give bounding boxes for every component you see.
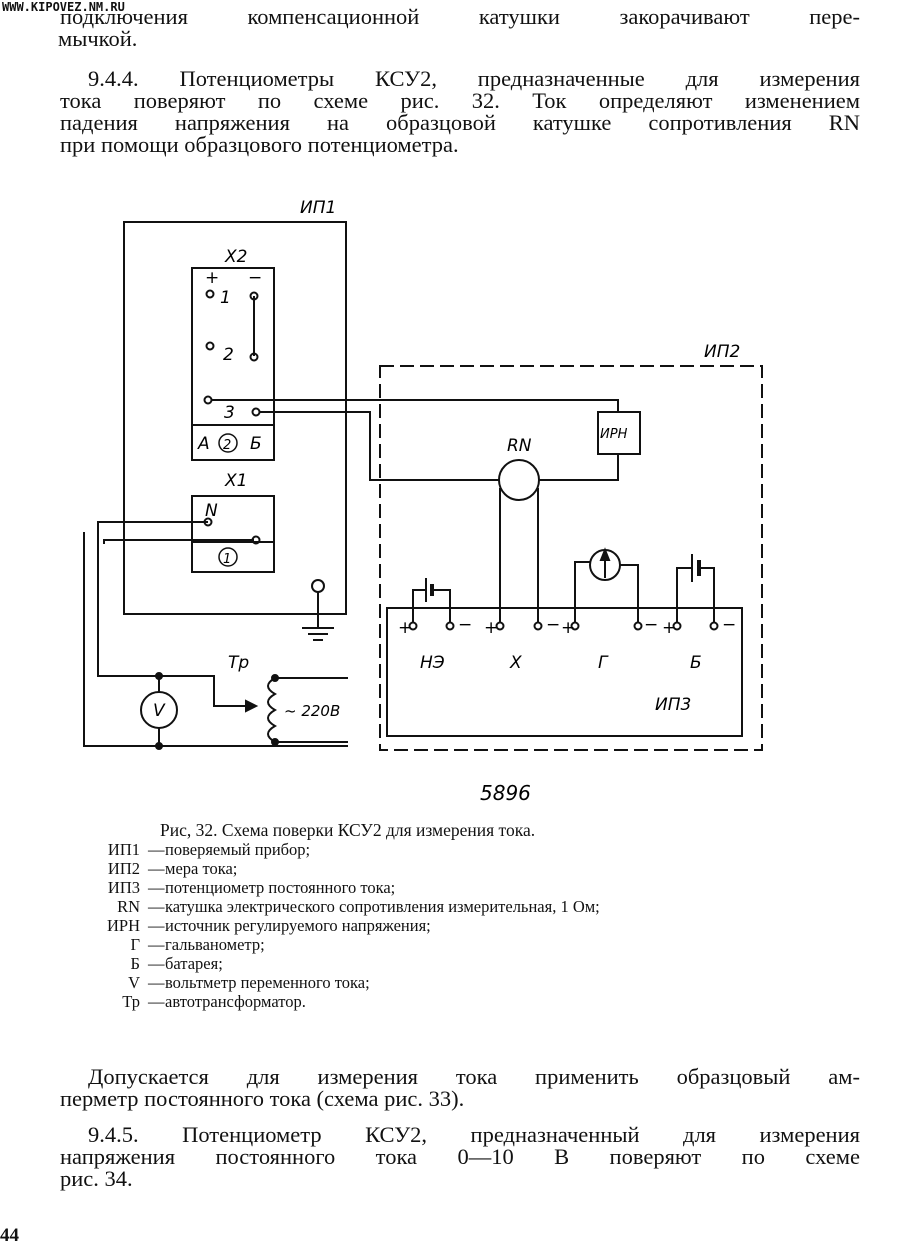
legend-text: катушка электрического сопротивления изм… <box>165 897 600 916</box>
figure-caption: Рис, 32. Схема поверки КСУ2 для измерени… <box>160 820 536 840</box>
label-g: Г <box>598 653 609 673</box>
label-b-plus: + <box>662 618 676 638</box>
legend-abbr: RN <box>117 897 140 916</box>
label-g-plus: + <box>561 618 575 638</box>
text-line: напряжения постоянного тока 0—10 В повер… <box>60 1144 860 1169</box>
label-ne-plus: + <box>398 618 412 638</box>
label-ip1: ИП1 <box>300 198 336 218</box>
legend-abbr: ИП3 <box>107 878 140 897</box>
label-b: Б <box>250 434 262 454</box>
text-line: Допускается для измерения тока применить… <box>88 1064 860 1089</box>
legend-dash: — <box>148 954 165 973</box>
watermark: WWW.KIPOVEZ.NM.RU <box>2 0 125 14</box>
label-ne-minus: − <box>458 615 472 635</box>
legend-dash: — <box>148 973 165 992</box>
legend-row: V — вольтметр переменного тока; <box>40 973 860 992</box>
label-tr: Тр <box>228 653 249 673</box>
legend-dash: — <box>148 916 165 935</box>
label-a: А <box>197 434 210 454</box>
section-9-4-5: 9.4.5. Потенциометр КСУ2, предназначенны… <box>60 1122 860 1191</box>
legend-text: вольтметр переменного тока; <box>165 973 370 992</box>
ip2-box <box>379 365 763 751</box>
label-bb: Б <box>690 653 702 673</box>
legend-row: ИП3 — потенциометр постоянного тока; <box>40 878 860 897</box>
legend-row: ИП1 — поверяемый прибор; <box>40 840 860 859</box>
ip3-box <box>386 607 743 737</box>
legend-abbr: ИП1 <box>107 840 140 859</box>
legend-abbr: V <box>128 973 140 992</box>
label-rn: RN <box>507 436 532 456</box>
legend-text: потенциометр постоянного тока; <box>165 878 396 897</box>
text-line: подключения компенсационной катушки зако… <box>60 4 860 29</box>
legend-text: мера тока; <box>165 859 238 878</box>
label-g-minus: − <box>644 615 658 635</box>
legend-abbr: Б <box>130 954 140 973</box>
label-n: N <box>205 501 218 521</box>
legend-dash: — <box>148 878 165 897</box>
figure-legend: ИП1 — поверяемый прибор; ИП2 — мера тока… <box>40 840 860 1011</box>
legend-text: гальванометр; <box>165 935 265 954</box>
section-9-4-4: 9.4.4. Потенциометры КСУ2, предназначенн… <box>60 66 860 157</box>
label-plus: + <box>205 268 219 288</box>
legend-abbr: Г <box>130 935 140 954</box>
label-x-plus: + <box>484 618 498 638</box>
text-line: тока поверяют по схеме рис. 32. Ток опре… <box>60 88 860 113</box>
legend-row: Тр — автотрансформатор. <box>40 992 860 1011</box>
label-x-minus: − <box>546 615 560 635</box>
page-number: 44 <box>0 1225 19 1246</box>
label-ne: НЭ <box>420 653 445 673</box>
legend-row: ИРН — источник регулируемого напряжения; <box>40 916 860 935</box>
legend-abbr: ИРН <box>106 916 140 935</box>
label-circled-1: 1 <box>223 552 231 567</box>
paragraph-ammeter: Допускается для измерения тока применить… <box>60 1064 860 1111</box>
legend-text: поверяемый прибор; <box>165 840 311 859</box>
label-b-minus: − <box>722 615 736 635</box>
label-1: 1 <box>220 288 231 308</box>
rn-coil <box>498 459 540 501</box>
label-3: 3 <box>224 403 235 423</box>
figure-number: 5896 <box>480 781 531 805</box>
legend-text: батарея; <box>165 954 223 973</box>
legend-dash: — <box>148 897 165 916</box>
x2-block <box>191 267 275 461</box>
legend-abbr: Тр <box>122 992 140 1011</box>
legend-row: Г — гальванометр; <box>40 935 860 954</box>
text-line: при помощи образцового потенциометра. <box>60 132 459 157</box>
label-2: 2 <box>223 345 234 365</box>
circuit-diagram: ИП1 X2 + − 1 2 3 А 2 Б X1 N 1 ИП2 RN ИРН… <box>83 198 763 805</box>
label-irn: ИРН <box>600 427 628 442</box>
legend-dash: — <box>148 992 165 1011</box>
text-line: перметр постоянного тока (схема рис. 33)… <box>60 1086 465 1111</box>
legend-text: источник регулируемого напряжения; <box>165 916 431 935</box>
text-line: падения напряжения на образцовой катушке… <box>60 110 860 135</box>
text-line: рис. 34. <box>60 1166 133 1191</box>
label-220v: ~ 220В <box>284 702 340 720</box>
label-x2: X2 <box>224 247 247 267</box>
x1-block <box>191 495 275 573</box>
label-ip2: ИП2 <box>704 342 740 362</box>
label-x: Х <box>509 653 522 673</box>
ip1-box <box>123 221 347 615</box>
legend-row: RN — катушка электрического сопротивлени… <box>40 897 860 916</box>
legend-dash: — <box>148 859 165 878</box>
legend-row: Б — батарея; <box>40 954 860 973</box>
label-ip3: ИП3 <box>655 695 691 715</box>
text-line: 9.4.5. Потенциометр КСУ2, предназначенны… <box>88 1122 860 1147</box>
legend-abbr: ИП2 <box>107 859 140 878</box>
label-x1: X1 <box>224 471 247 491</box>
legend-row: ИП2 — мера тока; <box>40 859 860 878</box>
text-line: 9.4.4. Потенциометры КСУ2, предназначенн… <box>88 66 860 91</box>
label-minus: − <box>248 268 262 288</box>
label-circled-2: 2 <box>223 438 231 453</box>
top-paragraph: подключения компенсационной катушки зако… <box>58 4 860 51</box>
legend-dash: — <box>148 935 165 954</box>
text-line: мычкой. <box>58 26 138 51</box>
legend-text: автотрансформатор. <box>165 992 306 1011</box>
legend-dash: — <box>148 840 165 859</box>
label-v: V <box>153 701 166 721</box>
